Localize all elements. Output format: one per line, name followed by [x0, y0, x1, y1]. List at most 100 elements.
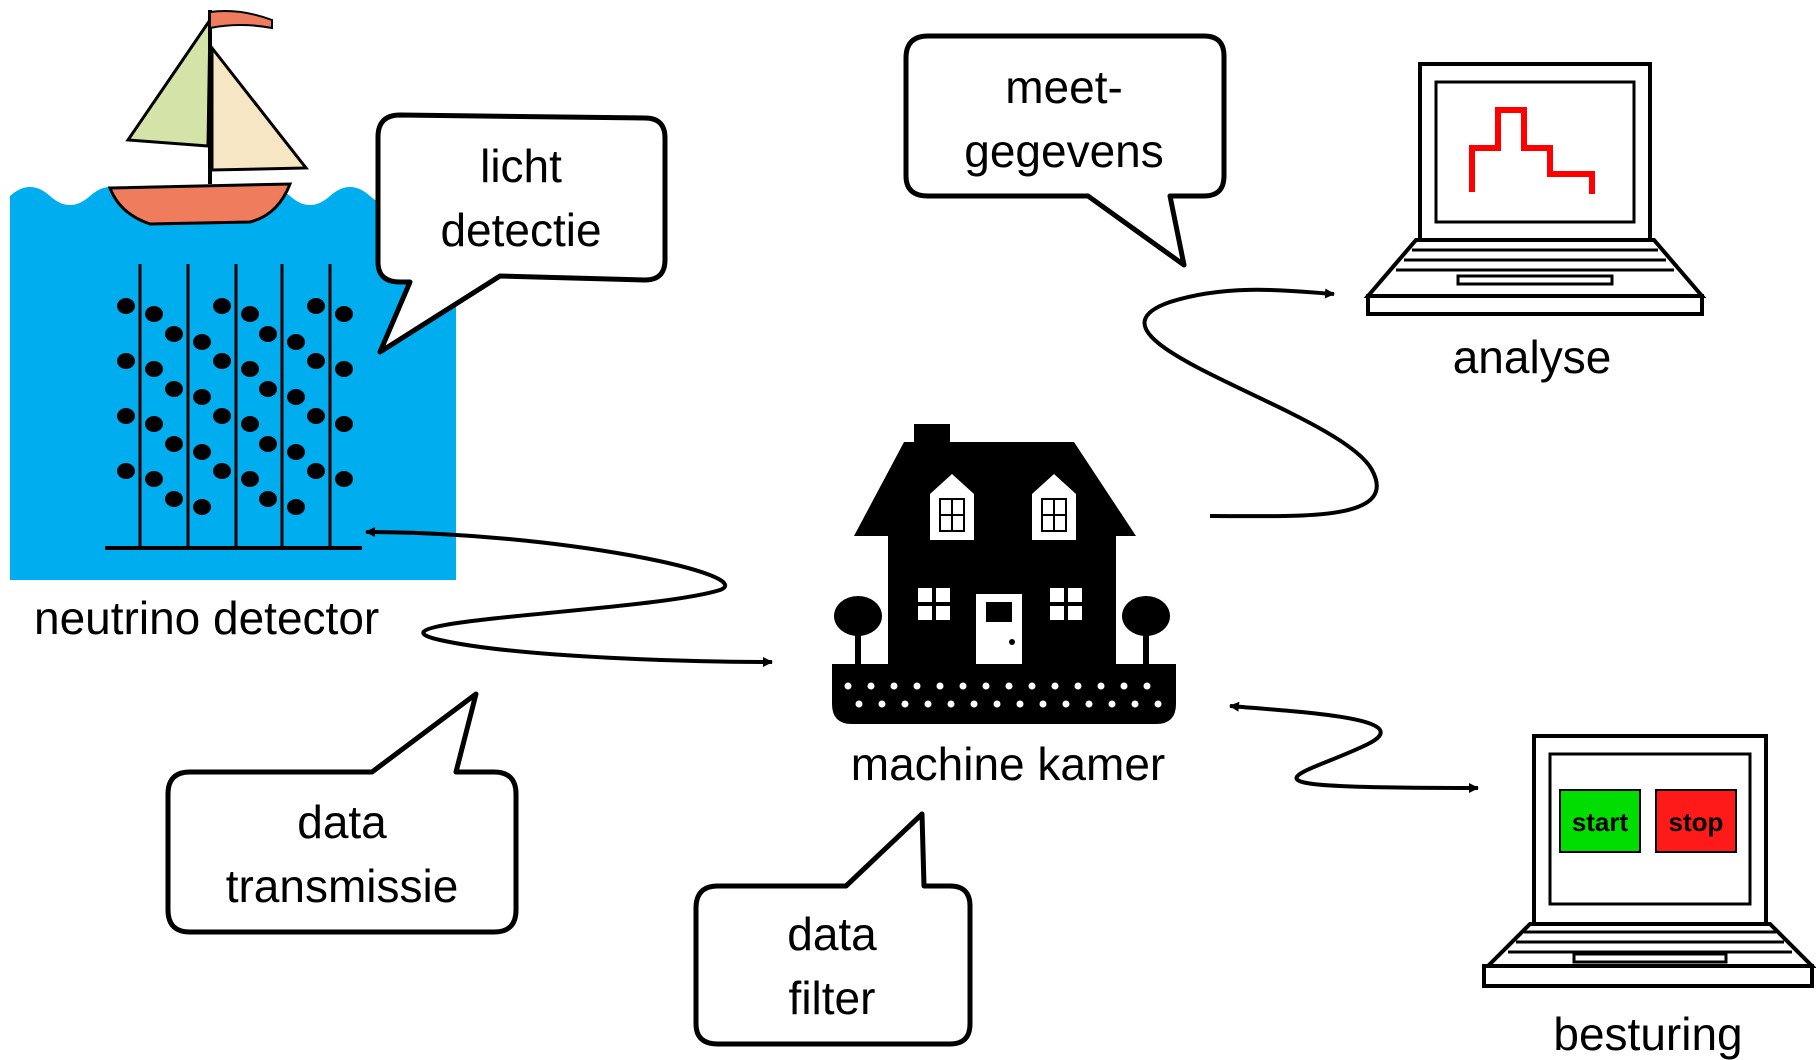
ground-dot: [1085, 700, 1093, 708]
ground-dot: [947, 700, 955, 708]
optical-sensor: [307, 463, 325, 479]
detector-strings: [117, 264, 353, 548]
ground-dot: [1039, 700, 1047, 708]
analysis-plot-line: [1469, 107, 1595, 194]
sailboat-hull: [107, 182, 293, 226]
ground-dot: [844, 682, 852, 690]
optical-sensor: [241, 471, 259, 487]
bubble-light-detection-line1: licht: [480, 140, 562, 192]
optical-sensor: [213, 408, 231, 424]
ground-dot: [1005, 682, 1013, 690]
optical-sensor: [145, 306, 163, 322]
optical-sensor: [165, 436, 183, 452]
control-laptop-icon: start stop: [1482, 734, 1816, 988]
label-analysis: analyse: [1453, 331, 1612, 383]
ground-dot: [913, 682, 921, 690]
optical-sensor: [287, 334, 305, 350]
bubble-light-detection-line2: detectie: [440, 204, 601, 256]
ground-dot: [1131, 700, 1139, 708]
ground-dot: [1051, 682, 1059, 690]
ground-dot: [993, 700, 1001, 708]
analysis-laptop-icon: [1363, 62, 1707, 316]
optical-sensor: [193, 389, 211, 405]
optical-sensor: [193, 334, 211, 350]
ground-dot: [1143, 682, 1151, 690]
optical-sensor: [287, 499, 305, 515]
optical-sensor: [335, 361, 353, 377]
start-button[interactable]: [1559, 789, 1641, 853]
ground-dot: [890, 682, 898, 690]
optical-sensor: [241, 416, 259, 432]
optical-sensor: [259, 491, 277, 507]
optical-sensor: [259, 326, 277, 342]
optical-sensor: [145, 471, 163, 487]
optical-sensor: [117, 408, 135, 424]
optical-sensor: [287, 389, 305, 405]
optical-sensor: [117, 353, 135, 369]
ground-dot: [936, 682, 944, 690]
ground-dot: [924, 700, 932, 708]
sailboat-left-sail: [125, 15, 212, 148]
neutrino-detector-illustration: [10, 187, 456, 580]
connector-machine-room-control: [1229, 701, 1479, 793]
machine-room-house-icon: [832, 424, 1176, 724]
bubble-measurement-data-line1: meet-: [1005, 61, 1123, 113]
optical-sensor: [241, 361, 259, 377]
optical-sensor: [117, 463, 135, 479]
ground-dot: [1154, 700, 1162, 708]
optical-sensor: [213, 353, 231, 369]
bubble-data-filter-line2: filter: [789, 972, 876, 1024]
optical-sensor: [165, 491, 183, 507]
ground-dot: [970, 700, 978, 708]
ground-dot: [1074, 682, 1082, 690]
label-neutrino-detector: neutrino detector: [34, 592, 379, 644]
optical-sensor: [193, 499, 211, 515]
label-machine-room: machine kamer: [851, 738, 1165, 790]
optical-sensor: [145, 361, 163, 377]
optical-sensor: [193, 444, 211, 460]
sailboat-right-sail: [210, 43, 310, 172]
sailboat-flag: [209, 10, 273, 30]
ground-dot: [878, 700, 886, 708]
optical-sensor: [259, 436, 277, 452]
start-button-label: start: [1572, 807, 1629, 837]
stop-button-label: stop: [1669, 807, 1724, 837]
optical-sensor: [307, 353, 325, 369]
bubble-data-filter: data filter: [693, 811, 973, 1047]
ground-dot: [901, 700, 909, 708]
optical-sensor: [335, 471, 353, 487]
optical-sensor: [335, 416, 353, 432]
bubble-data-transmission: data transmissie: [165, 691, 519, 935]
ground-dot: [1016, 700, 1024, 708]
bubble-measurement-data: meet- gegevens: [903, 33, 1227, 268]
optical-sensor: [307, 408, 325, 424]
bubble-data-filter-line1: data: [787, 908, 877, 960]
stop-button[interactable]: [1655, 789, 1737, 853]
optical-sensor: [213, 463, 231, 479]
optical-sensor: [335, 306, 353, 322]
ground-dot: [982, 682, 990, 690]
ground-dot: [959, 682, 967, 690]
bubble-data-transmission-line1: data: [297, 796, 387, 848]
ground-dot: [867, 682, 875, 690]
optical-sensor: [307, 298, 325, 314]
bubble-measurement-data-line2: gegevens: [964, 125, 1164, 177]
sailboat-icon: [107, 10, 310, 226]
bubble-data-transmission-line2: transmissie: [226, 860, 459, 912]
connector-machine-room-analysis: [1142, 287, 1379, 519]
ground-dot: [1097, 682, 1105, 690]
optical-sensor: [287, 444, 305, 460]
optical-sensor: [241, 306, 259, 322]
connector-detector-machine-room: [365, 527, 773, 667]
ground-dot: [855, 700, 863, 708]
label-control: besturing: [1553, 1008, 1742, 1060]
optical-sensor: [165, 326, 183, 342]
ground-dot: [1028, 682, 1036, 690]
ground-dot: [1062, 700, 1070, 708]
optical-sensor: [165, 381, 183, 397]
optical-sensor: [213, 298, 231, 314]
optical-sensor: [117, 298, 135, 314]
ground-dot: [1120, 682, 1128, 690]
ground-dot: [1108, 700, 1116, 708]
